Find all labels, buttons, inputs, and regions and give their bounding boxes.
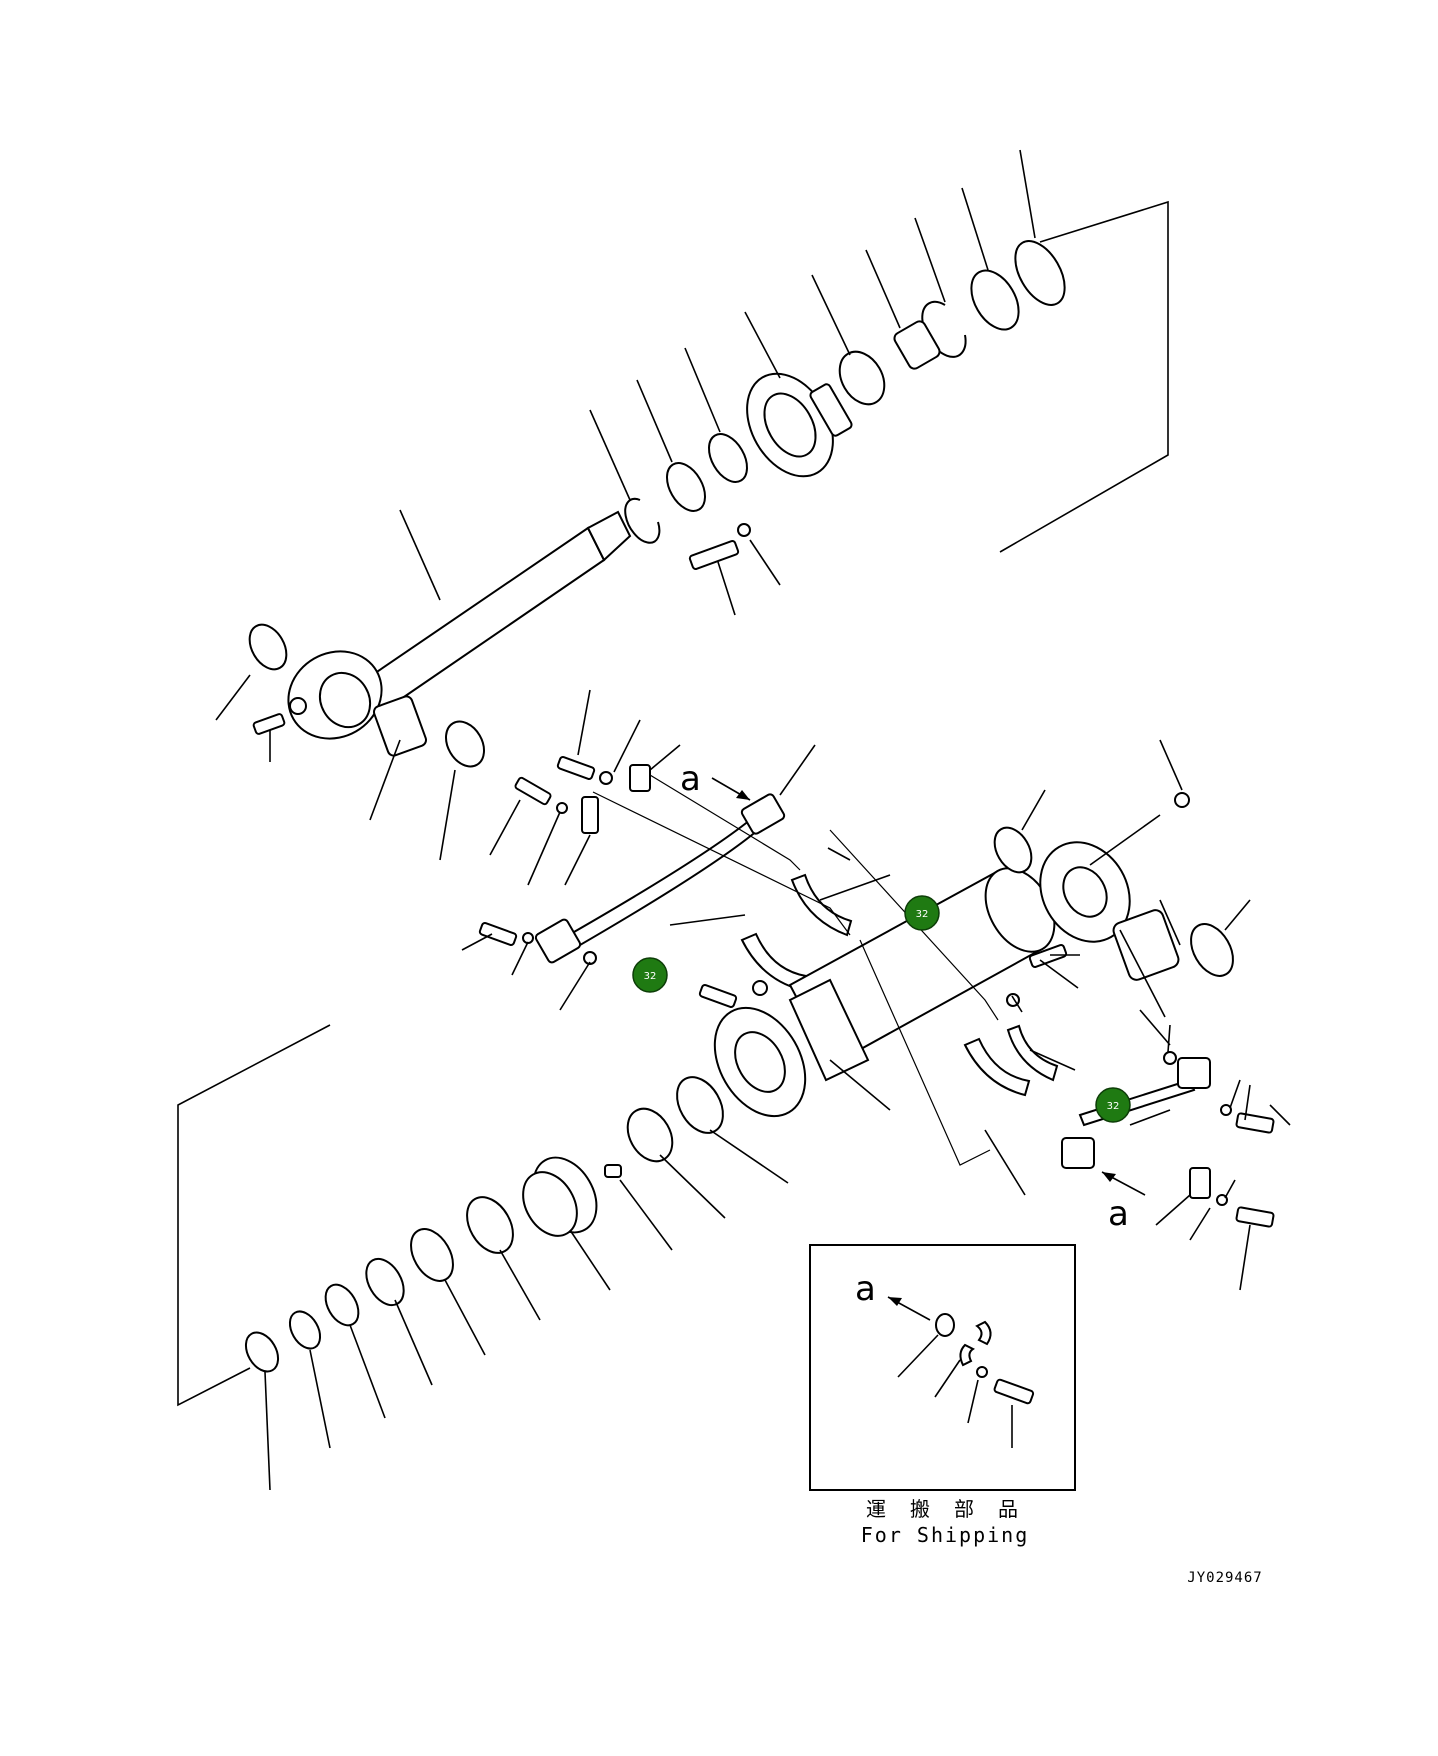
callout-32-2[interactable]: 32: [632, 957, 668, 993]
snap-ring-2: [624, 497, 661, 544]
clamp-block-2: [581, 796, 599, 834]
piston: [713, 978, 870, 1118]
inset-clamp-2: [975, 1320, 992, 1346]
ref-mark-a-1: a: [680, 759, 701, 799]
inset-title-jp: 運 搬 部 品: [866, 1497, 1024, 1521]
pipe-flange-top: [740, 793, 786, 835]
clamp-block-1: [629, 764, 651, 792]
flange-washer-1: [522, 932, 534, 944]
rod-bushing: [373, 695, 427, 757]
ref-arrow-1: a: [680, 759, 751, 801]
seal-8: [466, 1196, 514, 1254]
clamp-bolt-2: [514, 776, 552, 806]
ref-arrow-2: a: [1101, 1171, 1146, 1234]
seal-ring-2: [970, 269, 1020, 331]
inset-frame: [809, 1244, 1076, 1491]
grease-fitting-2: [1174, 792, 1190, 808]
clamp-washer-2: [556, 802, 568, 814]
callout-label: 32: [916, 909, 929, 920]
callout-32-3[interactable]: 32: [1095, 1087, 1131, 1123]
callout-32-1[interactable]: 32: [904, 895, 940, 931]
callout-dot: [632, 957, 668, 993]
inset-ref-mark-a: a: [855, 1269, 876, 1309]
small-pipe-flange-top: [1177, 1057, 1211, 1089]
grease-fitting-1: [252, 713, 286, 735]
inset-o-ring: [935, 1313, 955, 1337]
callout-dot: [1095, 1087, 1131, 1123]
seal-7: [626, 1107, 674, 1163]
clamp-bolt-1: [556, 756, 596, 780]
piston-ring-pack: [522, 1156, 598, 1237]
seal-13: [244, 1331, 280, 1373]
seal-9: [410, 1228, 454, 1282]
seal-ring-1: [1014, 240, 1066, 306]
small-pipe-flange-bottom: [1061, 1137, 1095, 1169]
o-ring-right: [1163, 1051, 1177, 1065]
upper-assembly: [215, 149, 1169, 861]
rod-dust-seal: [248, 623, 288, 671]
callout-label: 32: [644, 971, 657, 982]
pipe-bolt-2: [1235, 1206, 1275, 1228]
cylinder-head: [746, 372, 853, 478]
piston-bolt: [698, 984, 738, 1008]
seal-10: [365, 1257, 405, 1307]
inset-title-en: For Shipping: [861, 1523, 1030, 1547]
o-ring-left: [583, 951, 597, 965]
piston-washer: [752, 980, 768, 996]
bracket-line-lower: [177, 1024, 331, 1407]
tube-bolt: [1028, 944, 1068, 968]
tube-seal-right: [1190, 923, 1234, 977]
document-id: JY029467: [1187, 1570, 1262, 1586]
seal-ring-3: [838, 350, 886, 406]
pipe-flange-left: [534, 918, 582, 964]
tube-seal-top: [993, 826, 1033, 874]
inset-bolt: [993, 1378, 1035, 1405]
inset-washer: [976, 1366, 988, 1378]
ref-mark-a-2: a: [1108, 1194, 1129, 1234]
pipe-washer-1: [1220, 1104, 1232, 1116]
shipping-inset: a: [809, 1244, 1076, 1491]
rod-eye-seal: [445, 720, 485, 768]
piston-rod: [287, 510, 632, 740]
pipe-clamp-block: [1189, 1167, 1211, 1199]
seal-ring-5: [666, 462, 706, 512]
seal-ring-4: [708, 433, 748, 483]
bracket-line-upper: [999, 200, 1169, 553]
pipe-assembly: [461, 689, 1059, 1097]
u-clamp-3: [963, 1037, 1031, 1097]
flange-bolt-1: [478, 922, 518, 946]
u-clamp-2: [790, 873, 853, 937]
tube-bushing: [1112, 909, 1180, 981]
bushing-upper: [893, 320, 941, 370]
seal-12: [288, 1310, 322, 1350]
inset-clamp-1: [959, 1343, 975, 1367]
u-clamp-4: [1006, 1024, 1059, 1082]
seal-6: [676, 1076, 724, 1134]
clamp-washer-1: [599, 771, 613, 785]
set-screw: [604, 1164, 622, 1178]
hydraulic-pipe: [558, 818, 760, 954]
head-bolt: [688, 540, 740, 570]
pipe-bolt-1: [1235, 1112, 1275, 1134]
callout-dot: [904, 895, 940, 931]
head-washer: [737, 523, 751, 537]
seal-11: [324, 1283, 360, 1327]
callout-label: 32: [1107, 1101, 1120, 1112]
